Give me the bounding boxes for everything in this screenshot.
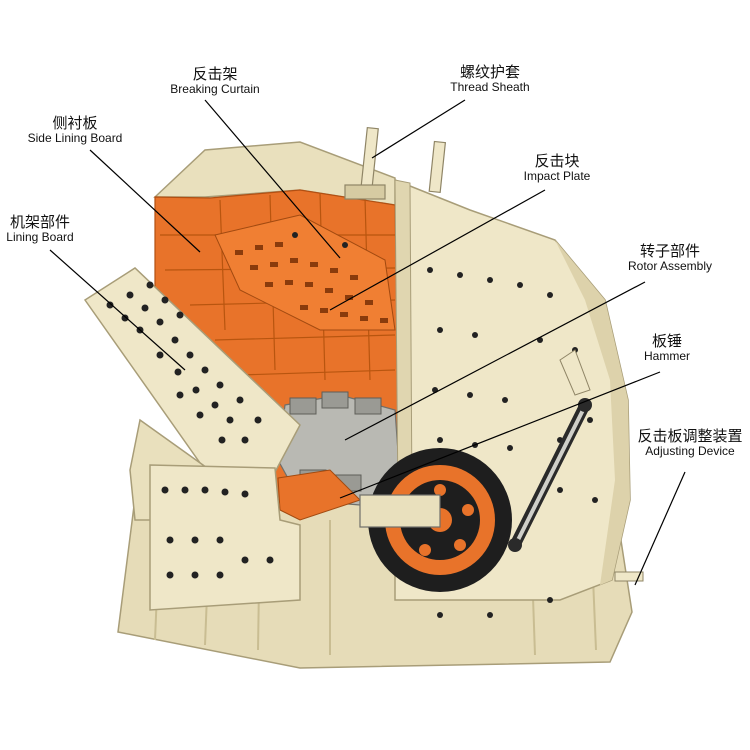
label-thread-sheath: 螺纹护套 Thread Sheath bbox=[425, 63, 555, 95]
front-skirt bbox=[149, 464, 301, 611]
impact-plate-slots bbox=[235, 242, 388, 323]
adjusting-device-cylinder bbox=[508, 349, 592, 552]
leader-lining-board bbox=[49, 249, 186, 371]
label-side-lining-board: 侧衬板 Side Lining Board bbox=[10, 114, 140, 146]
label-zh: 反击块 bbox=[534, 152, 580, 170]
hammer-plate bbox=[277, 469, 361, 521]
lining-board-panel bbox=[83, 267, 301, 473]
leader-lines bbox=[49, 99, 686, 586]
label-lining-board: 机架部件 Lining Board bbox=[0, 213, 80, 245]
label-zh: 转子部件 bbox=[639, 242, 700, 260]
leader-side-lining-board bbox=[89, 149, 201, 253]
label-en: Thread Sheath bbox=[450, 80, 530, 95]
label-en: Rotor Assembly bbox=[627, 259, 713, 274]
leader-hammer bbox=[339, 371, 661, 499]
breaking-curtain-plate bbox=[214, 214, 396, 331]
leader-breaking-curtain bbox=[204, 99, 341, 259]
label-zh: 板锤 bbox=[651, 332, 682, 350]
label-en: Side Lining Board bbox=[27, 131, 123, 146]
leader-rotor-assembly bbox=[344, 281, 646, 441]
cavity-divider bbox=[394, 179, 413, 501]
label-en: Lining Board bbox=[6, 230, 74, 245]
label-zh: 机架部件 bbox=[9, 213, 70, 231]
label-en: Hammer bbox=[643, 349, 690, 364]
thread-sheath-rods bbox=[344, 126, 447, 200]
leader-impact-plate bbox=[329, 189, 546, 311]
label-en: Adjusting Device bbox=[645, 444, 735, 459]
label-zh: 侧衬板 bbox=[52, 114, 98, 132]
label-impact-plate: 反击块 Impact Plate bbox=[492, 152, 622, 184]
label-rotor-assembly: 转子部件 Rotor Assembly bbox=[605, 242, 735, 274]
label-adjusting-device: 反击板调整装置 Adjusting Device bbox=[632, 427, 748, 459]
adjusting-handle bbox=[614, 571, 644, 582]
label-hammer: 板锤 Hammer bbox=[612, 332, 722, 364]
label-breaking-curtain: 反击架 Breaking Curtain bbox=[150, 65, 280, 97]
label-zh: 反击架 bbox=[192, 65, 238, 83]
bolt-dots bbox=[106, 232, 598, 618]
label-zh: 反击板调整装置 bbox=[637, 427, 743, 445]
leader-thread-sheath bbox=[371, 99, 466, 159]
label-en: Impact Plate bbox=[523, 169, 591, 184]
shaft-bearing bbox=[359, 494, 441, 528]
label-zh: 螺纹护套 bbox=[459, 63, 520, 81]
label-en: Breaking Curtain bbox=[170, 82, 260, 97]
leader-adjusting-device bbox=[634, 471, 686, 586]
